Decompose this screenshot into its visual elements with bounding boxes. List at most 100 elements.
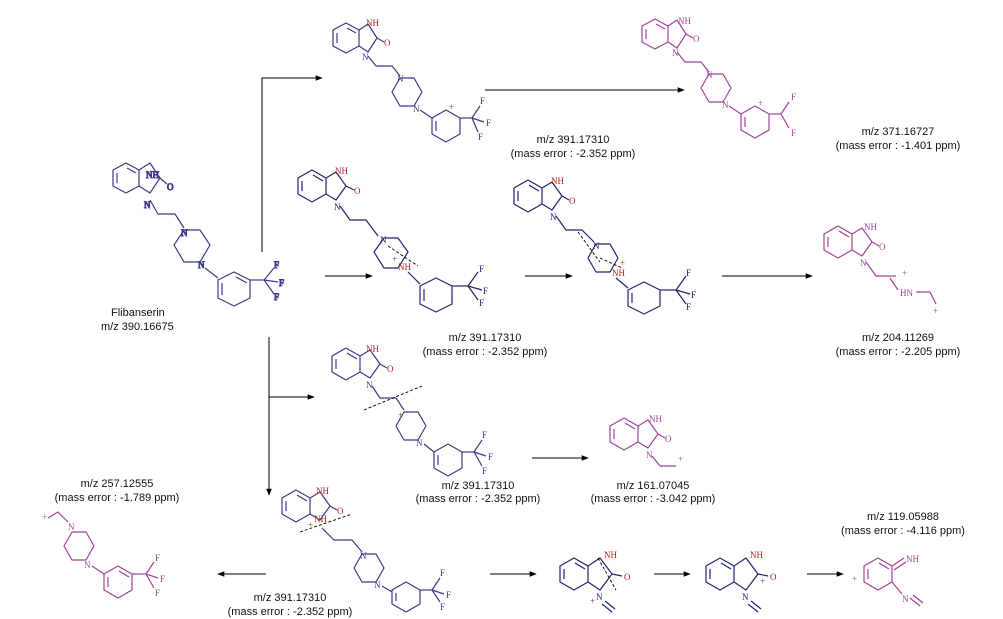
label-flibanserin-mz: m/z 390.16675 — [101, 321, 174, 333]
atom-n: N — [596, 592, 603, 602]
atom-n: N — [334, 202, 341, 212]
atom-o: O — [770, 572, 777, 582]
atom-o: O — [337, 506, 344, 516]
atom-nh: NH — [604, 550, 617, 560]
atom-plus: + — [449, 102, 454, 112]
atom-f: F — [479, 264, 484, 274]
atom-plus: + — [620, 258, 625, 268]
atom-n: N — [362, 52, 369, 62]
atom-f: F — [480, 96, 485, 106]
atom-f: F — [440, 568, 445, 578]
atom-plus: + — [42, 512, 47, 522]
atom-f: F — [155, 553, 160, 563]
atom-n: N — [413, 104, 420, 114]
atom-n: N — [374, 580, 381, 590]
atom-plus: + — [933, 306, 938, 316]
atom-n: N — [722, 100, 729, 110]
structure-cut-intermediate: NH O N N NH + F F F — [513, 176, 696, 315]
atom-f: F — [279, 278, 284, 288]
atom-nh: NH — [649, 414, 662, 424]
label-bottom-391-error: (mass error : -2.352 ppm) — [228, 606, 353, 618]
atom-o: O — [387, 364, 394, 374]
atom-plus: + — [902, 268, 907, 278]
atom-n: N — [860, 258, 867, 268]
arrow-flibanserin-to-top — [261, 75, 323, 252]
reaction-arrows — [217, 75, 844, 577]
atom-f: F — [791, 128, 796, 138]
atom-nh: NH — [366, 18, 379, 28]
atom-f: F — [691, 290, 696, 300]
atom-f: F — [274, 260, 279, 270]
atom-n: N — [550, 212, 557, 222]
atom-nh: NH — [750, 550, 763, 560]
atom-plus: + — [308, 520, 313, 530]
structure-frag-119: NH N + — [852, 554, 924, 607]
atom-nh: NH — [678, 16, 691, 26]
atom-n: N — [366, 380, 373, 390]
atom-o: O — [665, 434, 672, 444]
atom-o: O — [354, 186, 361, 196]
atom-f: F — [482, 466, 487, 476]
label-frag-371-mz: m/z 371.16727 — [862, 126, 935, 138]
label-frag-161-mz: m/z 161.07045 — [617, 480, 690, 492]
atom-nh: NH — [864, 222, 877, 232]
label-frag-257-error: (mass error : -1.789 ppm) — [55, 492, 180, 504]
label-flibanserin-name: Flibanserin — [111, 307, 165, 319]
structure-bottom-391: NH O NH + N N F F F — [281, 486, 451, 613]
label-frag-119-error: (mass error : -4.116 ppm) — [841, 525, 965, 537]
label-frag-204-error: (mass error : -2.205 ppm) — [836, 346, 961, 358]
atom-o: O — [569, 196, 576, 206]
structure-top-391: NH O N N N + F F F — [332, 18, 491, 143]
label-top-391-mz: m/z 391.17310 — [537, 134, 610, 146]
atom-f: F — [274, 292, 279, 302]
structure-low-391: NH O N + N F F F — [331, 344, 493, 477]
atom-n: N — [397, 74, 404, 84]
label-frag-161-error: (mass error : -3.042 ppm) — [591, 493, 716, 505]
atom-o: O — [167, 182, 174, 192]
atom-f: F — [478, 132, 483, 142]
atom-nh-plus: NH — [314, 514, 327, 524]
atom-f: F — [486, 118, 491, 128]
structure-ring-intermediate-1: NH O N + — [559, 550, 631, 613]
atom-nh: NH — [146, 170, 159, 180]
structure-mid-391: NH O N N NH + F F F — [297, 166, 488, 313]
label-mid-391-mz: m/z 391.17310 — [449, 332, 522, 344]
atom-o: O — [879, 242, 886, 252]
atom-o: O — [624, 572, 631, 582]
structure-flibanserin: NH O N N N F F F — [112, 162, 285, 307]
atom-f: F — [686, 268, 691, 278]
atom-n: N — [706, 70, 713, 80]
atom-n: N — [84, 560, 91, 570]
label-frag-371-error: (mass error : -1.401 ppm) — [836, 140, 961, 152]
atom-o: O — [384, 38, 391, 48]
atom-n: N — [646, 450, 653, 460]
atom-plus: + — [392, 254, 397, 264]
atom-f: F — [488, 452, 493, 462]
atom-f: F — [440, 602, 445, 612]
structure-frag-371: NH O N N N + F F — [641, 16, 796, 139]
atom-nh: NH — [551, 176, 564, 186]
atom-plus: + — [398, 410, 403, 420]
label-mid-391-error: (mass error : -2.352 ppm) — [423, 346, 548, 358]
atom-nh-plus: NH — [612, 268, 625, 278]
arrow-flibanserin-to-low — [268, 337, 315, 400]
atom-n: N — [144, 200, 151, 210]
atom-nh: NH — [335, 166, 348, 176]
atom-nh: NH — [316, 486, 329, 496]
atom-f: F — [482, 430, 487, 440]
label-low-391-mz: m/z 391.17310 — [442, 480, 515, 492]
label-frag-257-mz: m/z 257.12555 — [81, 478, 154, 490]
atom-o: O — [693, 34, 700, 44]
label-top-391-error: (mass error : -2.352 ppm) — [511, 148, 636, 160]
label-low-391-error: (mass error : -2.352 ppm) — [416, 493, 541, 505]
atom-f: F — [791, 92, 796, 102]
structure-frag-161: NH O N + — [609, 414, 683, 467]
atom-n: N — [742, 592, 749, 602]
atom-n: N — [198, 260, 205, 270]
atom-f: F — [446, 590, 451, 600]
atom-n: N — [68, 522, 75, 532]
atom-n: N — [360, 551, 367, 561]
label-bottom-391-mz: m/z 391.17310 — [254, 592, 327, 604]
atom-hn: HN — [900, 288, 913, 298]
atom-f: F — [479, 298, 484, 308]
